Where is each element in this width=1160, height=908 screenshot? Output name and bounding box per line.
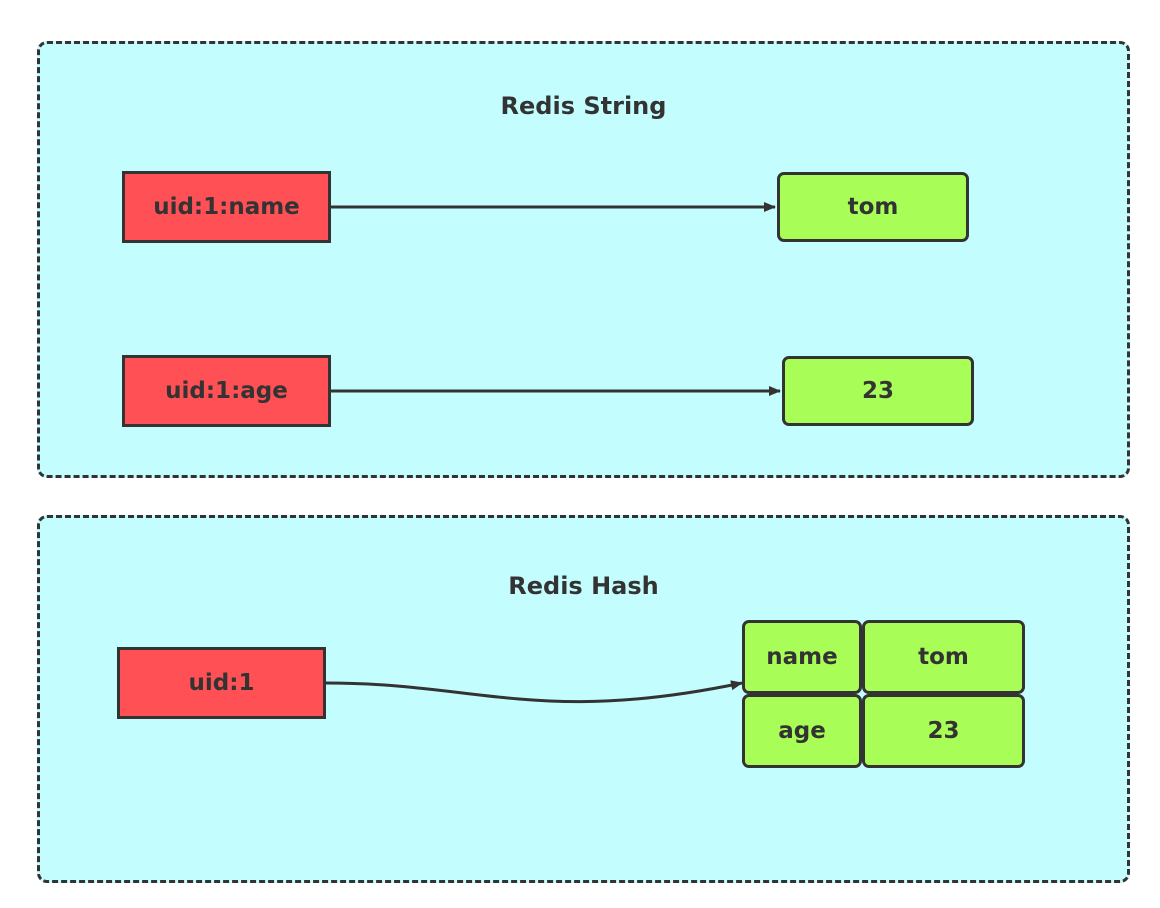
- hash-key: uid:1: [117, 647, 326, 719]
- redis-string-title: Redis String: [500, 92, 667, 120]
- hash-field-age: age: [742, 694, 862, 768]
- string-key-age: uid:1:age: [122, 355, 331, 427]
- hash-value-name: tom: [862, 620, 1025, 694]
- redis-hash-title: Redis Hash: [508, 572, 659, 600]
- string-value-age: 23: [782, 356, 974, 426]
- string-key-name: uid:1:name: [122, 171, 331, 243]
- string-value-name: tom: [777, 172, 969, 242]
- hash-field-name: name: [742, 620, 862, 694]
- hash-value-age: 23: [862, 694, 1025, 768]
